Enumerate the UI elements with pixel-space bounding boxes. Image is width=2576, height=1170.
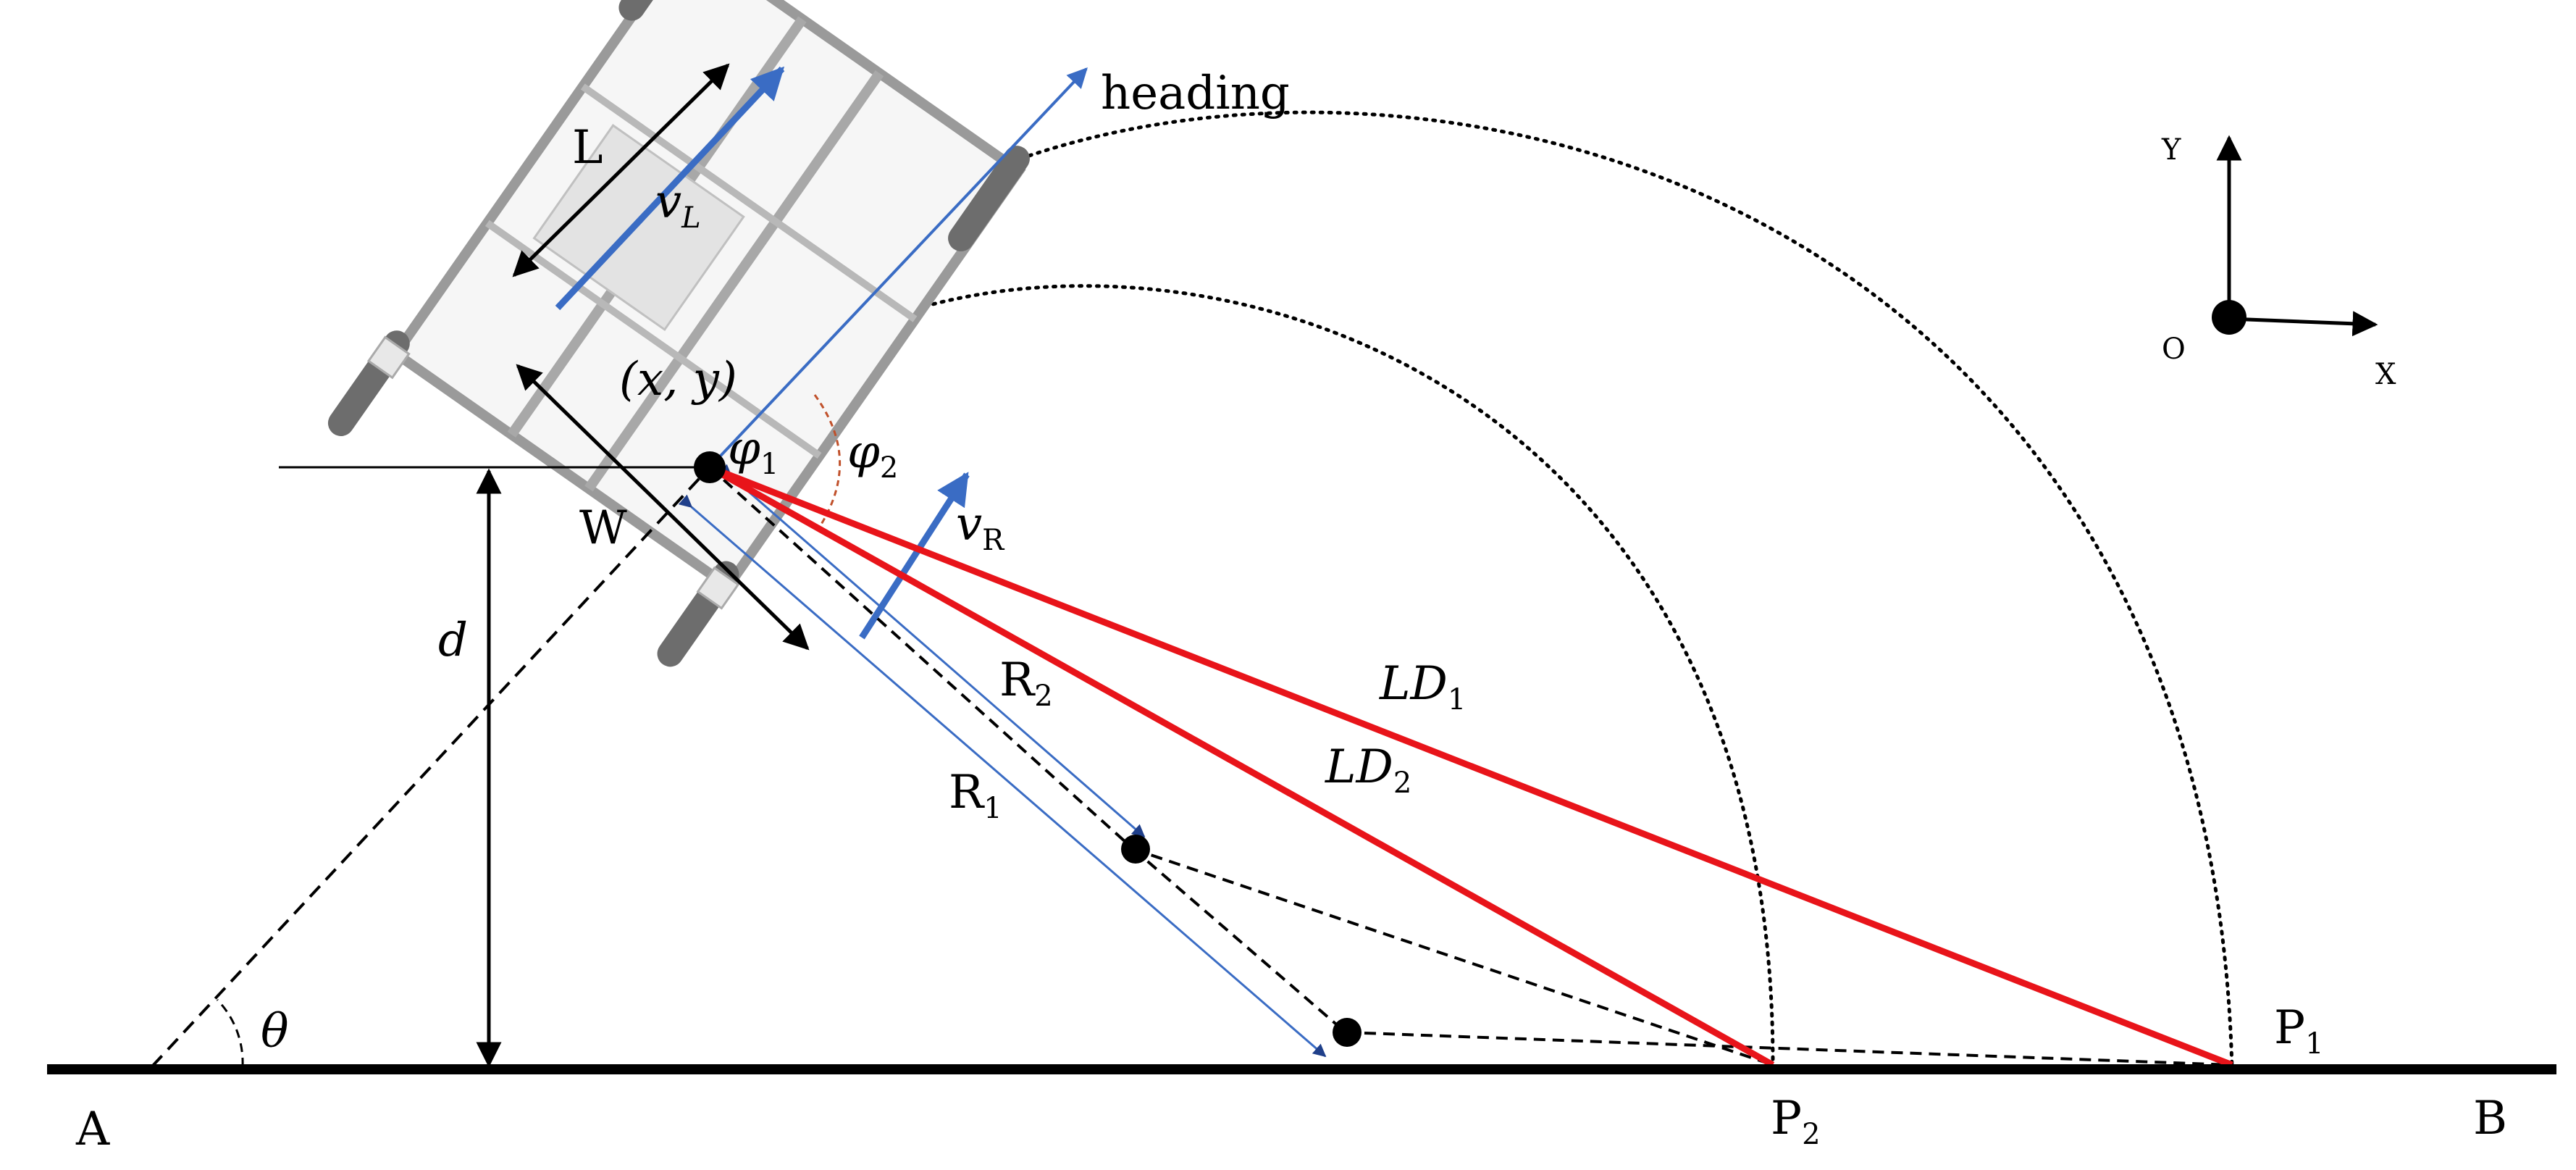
robot-path-line [151,466,711,1068]
lookahead-line-2 [708,464,1775,1068]
lookahead-line-1 [708,464,2233,1069]
length-label: L [572,121,603,175]
right-track [948,146,1030,251]
robot-center-dot [694,451,726,483]
theta-arc [216,998,244,1067]
lookahead-arc-outer [708,110,2234,1071]
x-axis-label: X [2375,358,2396,391]
width-label: W [579,501,627,555]
position-label: (x, y) [619,353,737,406]
wheel-mount [366,335,411,380]
radius-dashed [708,466,1135,851]
r1-arrow [678,494,1327,1058]
point-a-label: A [75,1103,110,1156]
ld2-label: LD2 [1325,740,1411,800]
robot-chassis [327,0,1030,667]
point-p2-label: P2 [1771,1092,1821,1151]
center-point-1 [1333,1018,1362,1047]
theta-label: θ [261,1005,289,1058]
center-point-2 [1121,835,1150,864]
r2-label: R2 [999,653,1053,713]
chord-dashed [1133,848,1774,1066]
length-dimension [512,63,730,277]
ld1-label: LD1 [1379,657,1466,716]
origin-dot [2212,300,2246,335]
x-axis-arrow [2228,311,2378,337]
vr-label: vR [956,498,1005,557]
left-track [327,330,410,436]
heading-label: heading [1101,67,1290,120]
chord-dashed [1345,1031,2233,1066]
coordinate-axes: Y X O [2161,133,2396,391]
distance-label: d [438,614,468,667]
phi2-label: φ2 [847,425,898,485]
y-axis-label: Y [2161,133,2181,167]
point-b-label: B [2473,1092,2507,1145]
vr-arrow [859,472,970,640]
point-p1-label: P1 [2274,1001,2324,1061]
origin-label: O [2162,333,2186,366]
r2-arrow [718,464,1146,838]
radius-dashed [1132,848,1347,1034]
r1-label: R1 [949,766,1002,825]
